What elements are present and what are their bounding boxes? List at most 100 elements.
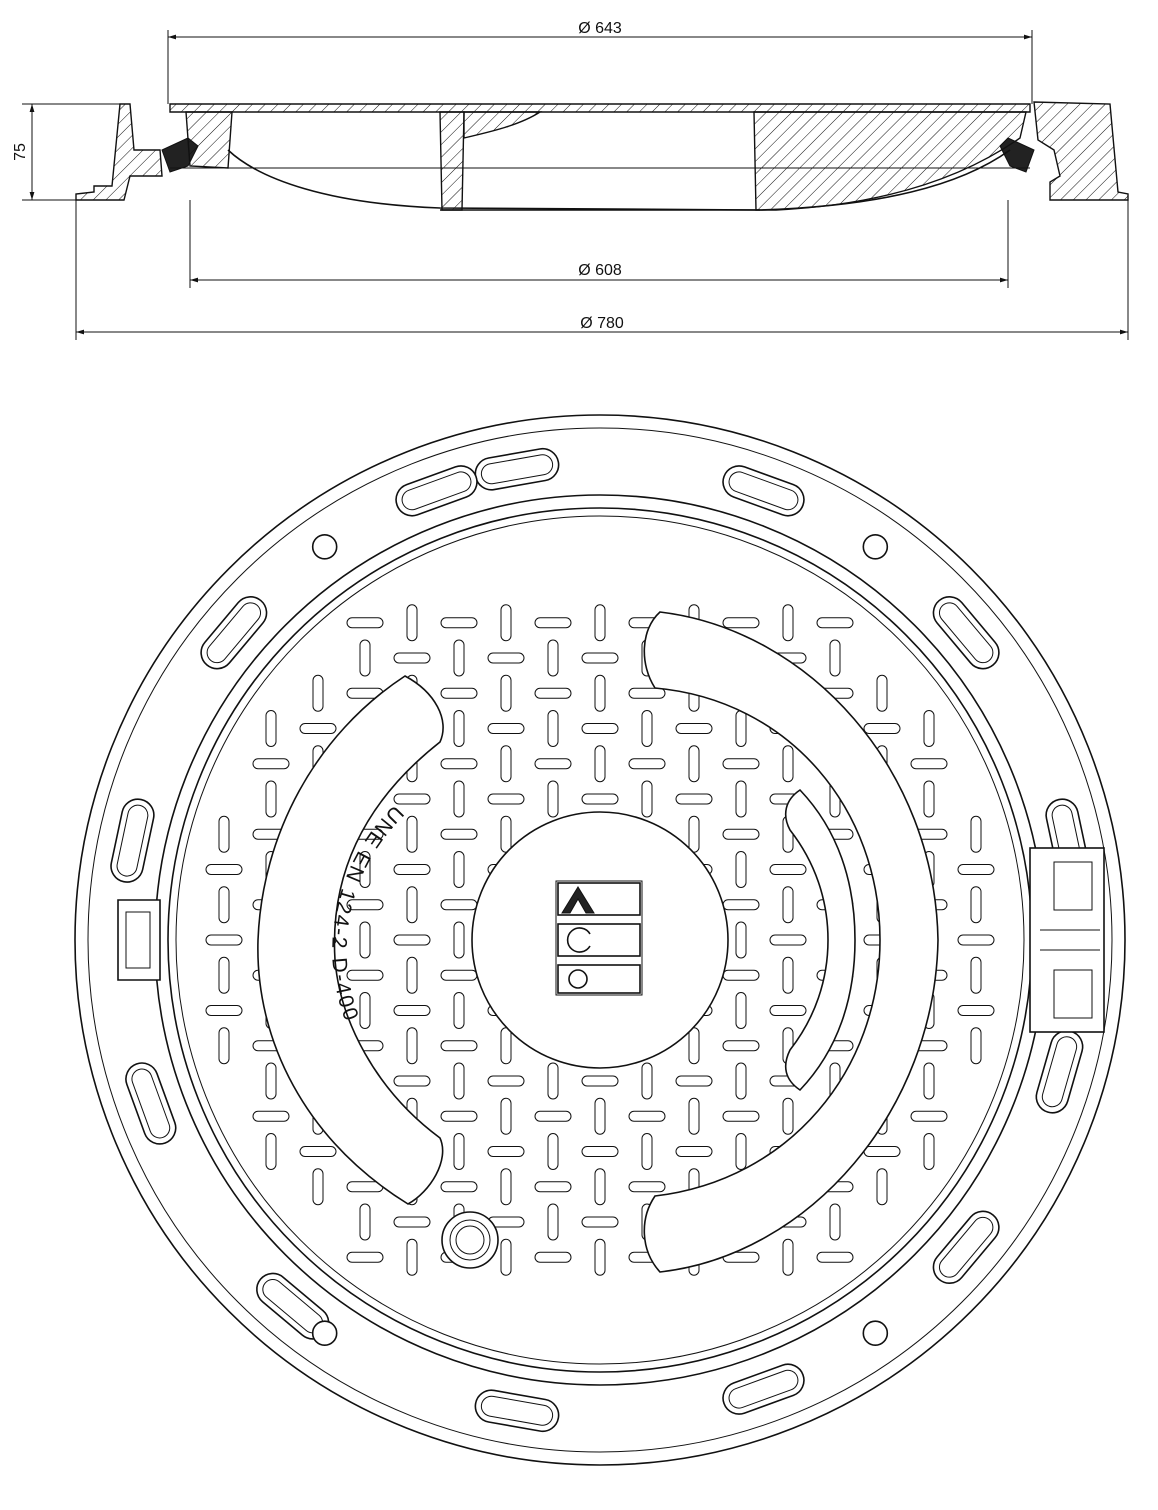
tread-dash xyxy=(594,1097,606,1135)
frame-slot-inner xyxy=(131,1068,171,1139)
frame-hole xyxy=(311,534,338,560)
frame-slot-inner xyxy=(480,454,554,485)
tread-dash xyxy=(641,710,653,747)
tread-dash xyxy=(453,780,465,818)
tread-dash xyxy=(440,828,478,840)
tread-dash xyxy=(735,1062,747,1100)
cover-right-section xyxy=(753,111,1027,211)
tread-dash xyxy=(265,710,277,747)
tread-dash xyxy=(581,652,619,664)
left-arc-plate xyxy=(257,675,444,1205)
tread-dash xyxy=(406,886,418,924)
tread-dash xyxy=(487,793,525,805)
tread-dash xyxy=(863,723,901,734)
frame-slot xyxy=(474,1389,560,1433)
tread-dash xyxy=(500,1168,512,1206)
tread-dash xyxy=(406,815,418,853)
dim-780-label: Ø 780 xyxy=(580,315,624,332)
tread-dash xyxy=(500,674,512,712)
frame-slot-inner xyxy=(401,471,472,511)
tread-dash xyxy=(406,1027,418,1065)
frame-slot-inner xyxy=(206,602,262,664)
tread-dash xyxy=(205,1005,243,1016)
tread-dash xyxy=(265,1133,277,1170)
tread-dash xyxy=(359,992,371,1029)
tread-dash xyxy=(970,815,982,853)
tread-dash xyxy=(957,1005,995,1016)
tread-dash xyxy=(722,1110,760,1122)
tread-dash xyxy=(829,1203,841,1241)
tread-dash xyxy=(500,1097,512,1135)
cover-left-rib xyxy=(185,111,233,169)
tread-dash xyxy=(923,710,935,747)
tread-dash xyxy=(581,1216,619,1228)
frame-slot-inner xyxy=(1041,1036,1078,1108)
tread-dash xyxy=(769,1005,807,1016)
dimension-75: 75 xyxy=(12,103,120,201)
dimension-643: Ø 643 xyxy=(167,20,1033,104)
tread-dash xyxy=(359,921,371,959)
tread-dash xyxy=(299,723,337,734)
frame-slots xyxy=(110,447,1090,1433)
tread-dash xyxy=(393,1216,431,1228)
tread-dash xyxy=(440,617,478,629)
tread-dash xyxy=(641,780,653,818)
tread-dash xyxy=(547,639,559,677)
frame-slot xyxy=(395,465,478,517)
tread-dash xyxy=(500,1027,512,1065)
frame-outer-edge xyxy=(74,414,1126,1466)
tread-dash xyxy=(628,758,666,770)
frame-hole xyxy=(862,534,889,560)
tread-dash xyxy=(299,1146,337,1157)
tread-dash xyxy=(487,723,525,734)
frame-outer-step xyxy=(87,427,1113,1453)
tread-dash xyxy=(393,934,431,946)
tread-dash xyxy=(735,921,747,959)
tread-dash xyxy=(406,956,418,994)
tread-dash xyxy=(581,1075,619,1087)
tread-dash xyxy=(923,1062,935,1100)
tread-dash xyxy=(594,674,606,712)
tread-dash xyxy=(346,617,384,629)
tread-dash xyxy=(688,1097,700,1135)
tread-dash xyxy=(218,956,230,994)
tread-dash xyxy=(453,639,465,677)
tread-dash xyxy=(816,617,854,629)
tread-dash xyxy=(218,1027,230,1065)
tread-dash xyxy=(487,652,525,664)
cover-center-web xyxy=(463,111,543,139)
tread-dash xyxy=(641,1133,653,1170)
dim-608-label: Ø 608 xyxy=(578,262,622,279)
tread-dash xyxy=(547,1133,559,1170)
tread-dash xyxy=(594,1168,606,1206)
frame-slot xyxy=(932,1210,1000,1284)
frame-slot-inner xyxy=(938,602,994,664)
tread-dash xyxy=(970,886,982,924)
tread-dash xyxy=(641,1062,653,1100)
tread-dash xyxy=(440,969,478,981)
tread-dash xyxy=(346,899,384,911)
tread-dash xyxy=(440,758,478,770)
tread-dash xyxy=(346,969,384,981)
tread-dash xyxy=(547,1203,559,1241)
tread-dash xyxy=(769,934,807,946)
tread-dash xyxy=(735,710,747,747)
frame-slot xyxy=(932,596,1000,670)
tread-dash xyxy=(312,1168,324,1206)
dim-75-label: 75 xyxy=(12,143,29,161)
tread-dash xyxy=(910,1110,948,1122)
tread-dash xyxy=(782,1097,794,1135)
tread-dash xyxy=(782,886,794,924)
tread-dash xyxy=(782,956,794,994)
tread-dash xyxy=(547,780,559,818)
tread-dash xyxy=(876,1168,888,1206)
tread-dash xyxy=(782,1238,794,1276)
plan-view: UNE EN 124-2 D-400 xyxy=(74,414,1126,1466)
tread-dash xyxy=(688,815,700,853)
tread-dash xyxy=(265,780,277,818)
frame-slot-inner xyxy=(480,1395,554,1426)
frame-left-section xyxy=(75,103,199,201)
tread-dash xyxy=(675,723,713,734)
tread-dash xyxy=(863,1146,901,1157)
tread-dash xyxy=(534,758,572,770)
